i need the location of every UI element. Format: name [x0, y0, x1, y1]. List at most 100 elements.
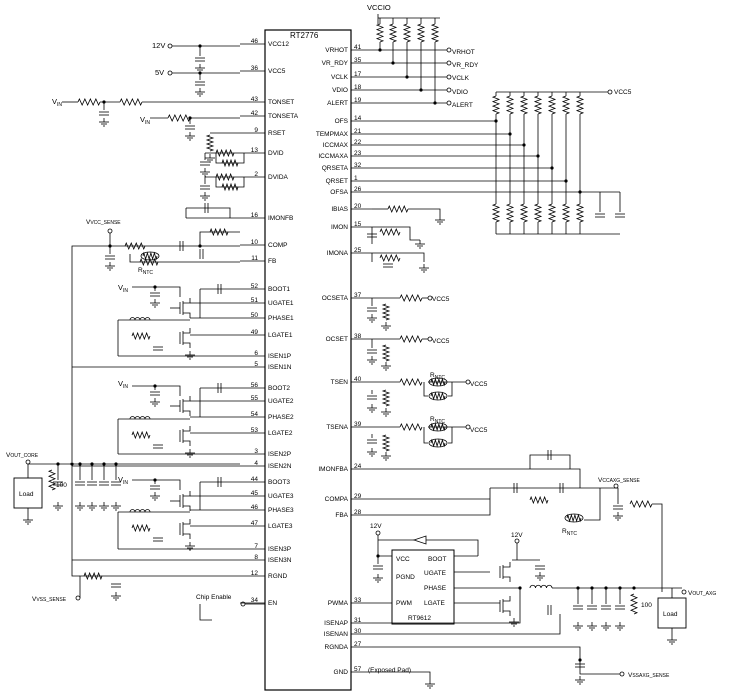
load-axg-label: Load: [663, 611, 678, 618]
left-pin-name: UGATE2: [268, 398, 294, 405]
left-pin-number: 47: [251, 520, 259, 527]
load-core-label: Load: [19, 491, 34, 498]
left-pin-name: VCC5: [268, 68, 286, 75]
left-pin-name: ISEN1N: [268, 364, 292, 371]
vrrdy-output: VR_RDY: [452, 62, 479, 69]
vcc5-tsen-label: VCC5: [470, 381, 488, 388]
load-core-box: [13, 477, 43, 509]
right-pin-number: 22: [354, 139, 362, 146]
left-pin-name: BOOT3: [268, 479, 290, 486]
alert-output: ALERT: [452, 102, 473, 109]
right-pin-number: 30: [354, 628, 362, 635]
driver-12v-label-2: 12V: [511, 532, 523, 539]
left-pin-number: 4: [254, 460, 258, 467]
left-pin-number: 5: [254, 361, 258, 368]
right-pin-group: 41VRHOT35VR_RDY17VCLK18VDIO19ALERT14OFS2…: [316, 44, 362, 676]
left-pin-name: TONSETA: [268, 113, 299, 120]
left-pin-number: 45: [251, 490, 259, 497]
right-pin-name: PWMA: [328, 600, 349, 607]
right-pin-name: OCSET: [326, 336, 348, 343]
driver-pin-boot: BOOT: [428, 556, 446, 563]
right-pin-number: 38: [354, 333, 362, 340]
left-pin-number: 56: [251, 382, 259, 389]
left-pin-name: ISEN2N: [268, 463, 292, 470]
right-pin-name: RGNDA: [325, 644, 349, 651]
driver-pin-ugate: UGATE: [424, 570, 447, 577]
left-pin-number: 51: [251, 297, 259, 304]
left-pin-number: 46: [251, 38, 259, 45]
v5-supply-label: 5V: [155, 68, 164, 77]
left-pin-number: 9: [254, 127, 258, 134]
rt9612-driver-body: [391, 549, 455, 625]
rntc-label: RNTC: [138, 267, 153, 276]
left-pin-number: 42: [251, 110, 259, 117]
left-pin-name: VCC12: [268, 41, 289, 48]
left-pin-name: ISEN1P: [268, 353, 291, 360]
r100-core-label: 100: [56, 482, 67, 489]
right-pin-number: 25: [354, 247, 362, 254]
left-pin-number: 2: [254, 171, 258, 178]
right-pin-name: VCLK: [331, 74, 349, 81]
right-pin-name: VDIO: [332, 87, 348, 94]
right-pin-number: 23: [354, 150, 362, 157]
driver-pin-lgate: LGATE: [424, 600, 445, 607]
left-pin-number: 49: [251, 329, 259, 336]
left-pin-name: LGATE1: [268, 332, 293, 339]
left-pin-number: 11: [251, 255, 258, 262]
right-pin-name: TSENA: [326, 424, 348, 431]
left-pin-number: 36: [251, 65, 259, 72]
vss-sense-label: VVSS_SENSE: [32, 596, 67, 603]
left-pin-number: 3: [254, 448, 258, 455]
left-pin-name: RSET: [268, 130, 285, 137]
vin-label-phase1: VIN: [118, 283, 128, 294]
left-pin-number: 8: [254, 554, 258, 561]
left-pin-number: 53: [251, 427, 259, 434]
vin-label-phase3: VIN: [118, 475, 128, 486]
left-pin-name: PHASE2: [268, 414, 294, 421]
vcc5-ocseta-label: VCC5: [432, 296, 450, 303]
right-pin-number: 39: [354, 421, 362, 428]
right-pin-number: 57: [354, 666, 362, 673]
vcc-sense-label: VVCC_SENSE: [86, 219, 121, 226]
right-pin-number: 24: [354, 463, 362, 470]
vccio-label: VCCIO: [367, 3, 391, 12]
rt2776-chip-body: [264, 29, 352, 691]
left-pin-name: RGND: [268, 573, 287, 580]
left-pin-name: PHASE1: [268, 315, 294, 322]
left-pin-name: COMP: [268, 242, 288, 249]
left-pin-name: ISEN3P: [268, 546, 291, 553]
vrhot-output: VRHOT: [452, 49, 475, 56]
right-pin-name: OFSA: [330, 189, 348, 196]
left-pin-number: 54: [251, 411, 259, 418]
right-pin-number: 18: [354, 84, 362, 91]
left-pin-name: UGATE3: [268, 493, 294, 500]
right-pin-number: 31: [354, 617, 362, 624]
right-pin-name: ISENAN: [324, 631, 349, 638]
right-pin-number: 27: [354, 641, 362, 648]
chip-enable-label: Chip Enable: [196, 594, 232, 601]
left-pin-name: EN: [268, 600, 277, 607]
r100-axg-label: 100: [641, 602, 652, 609]
right-pin-name: IMONFBA: [318, 466, 348, 473]
vin-label-1: VIN: [52, 97, 62, 108]
left-pin-number: 13: [251, 147, 259, 154]
right-pin-number: 28: [354, 509, 362, 516]
vssaxg-sense-label: VSSAXG_SENSE: [628, 672, 670, 679]
left-pin-name: DVID: [268, 150, 284, 157]
left-pin-name: LGATE2: [268, 430, 293, 437]
driver-pin-phase: PHASE: [424, 585, 447, 592]
vccaxg-sense-label: VCCAXG_SENSE: [598, 477, 641, 484]
chip-name: RT2776: [290, 31, 319, 40]
right-pin-number: 32: [354, 162, 362, 169]
right-pin-number: 15: [354, 221, 362, 228]
right-pin-number: 17: [354, 71, 362, 78]
vcc5-ocset-label: VCC5: [432, 338, 450, 345]
right-pin-name: VRHOT: [325, 47, 348, 54]
left-pin-name: FB: [268, 258, 276, 265]
left-pin-number: 16: [251, 212, 259, 219]
driver-pin-pgnd: PGND: [396, 574, 415, 581]
left-pin-number: 7: [254, 543, 258, 550]
right-pin-name: OCSETA: [322, 295, 349, 302]
right-pin-number: 37: [354, 292, 362, 299]
